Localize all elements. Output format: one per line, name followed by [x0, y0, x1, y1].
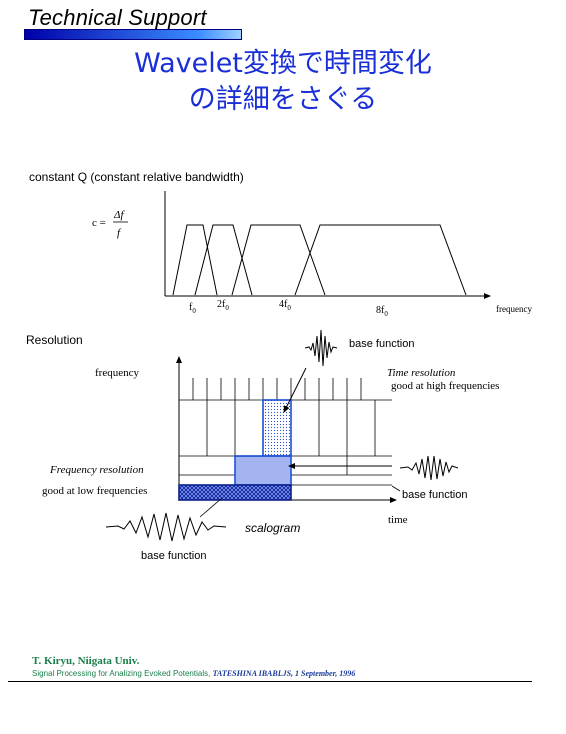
formula-denominator: f	[117, 227, 122, 239]
res-y-label: frequency	[95, 367, 139, 379]
header-gradient-bar	[24, 29, 242, 40]
frequency-resolution-cell	[178, 484, 292, 501]
time-resolution-title: Time resolution	[387, 367, 456, 379]
footer-author: T. Kiryu, Niigata Univ.	[32, 655, 140, 667]
resolution-heading: Resolution	[26, 333, 83, 347]
footer-reference: Signal Processing for Analizing Evoked P…	[32, 669, 355, 678]
formula-numerator: Δf	[113, 209, 125, 221]
filter-8f0	[294, 224, 467, 296]
frequency-resolution-desc: good at low frequencies	[42, 485, 147, 497]
page-title-line-2: の詳細をさぐる	[188, 84, 378, 115]
right-base-function-label: base function	[402, 489, 467, 501]
time-resolution-cell	[262, 399, 292, 457]
top-base-function-arrow	[283, 367, 307, 413]
tick-4f0: 4f0	[279, 299, 291, 312]
footer-reference-conference: TATESHINA IBABLJS, 1 September, 1996	[212, 669, 356, 678]
filter-f0	[172, 224, 218, 296]
res-x-label: time	[388, 514, 408, 526]
header-title: Technical Support	[28, 5, 207, 30]
cq-axis-label: frequency	[496, 304, 532, 314]
right-base-function-wavelet	[399, 455, 459, 481]
mid-resolution-cell	[234, 455, 292, 486]
footer-divider	[8, 681, 532, 682]
frequency-resolution-title: Frequency resolution	[49, 464, 144, 476]
tick-2f0: 2f0	[217, 299, 229, 312]
bottom-base-function-label: base function	[141, 550, 206, 562]
footer-reference-main: Signal Processing for Analizing Evoked P…	[32, 669, 211, 678]
scalogram-pointer	[199, 497, 223, 518]
top-base-function-wavelet	[304, 329, 338, 367]
filter-4f0	[231, 224, 326, 296]
scalogram-label: scalogram	[245, 521, 300, 535]
time-resolution-desc: good at high frequencies	[391, 380, 499, 392]
top-base-function-label: base function	[349, 338, 414, 350]
tick-8f0: 8f0	[376, 305, 388, 318]
filter-2f0	[194, 224, 253, 296]
right-base-function-pointer	[391, 485, 401, 492]
tick-f0: f0	[189, 302, 196, 315]
formula-lhs: c =	[92, 217, 106, 229]
bottom-base-function-wavelet	[105, 512, 227, 542]
page-title-line-1: Wavelet変換で時間変化	[134, 48, 432, 79]
constant-q-heading: constant Q (constant relative bandwidth)	[29, 170, 244, 184]
